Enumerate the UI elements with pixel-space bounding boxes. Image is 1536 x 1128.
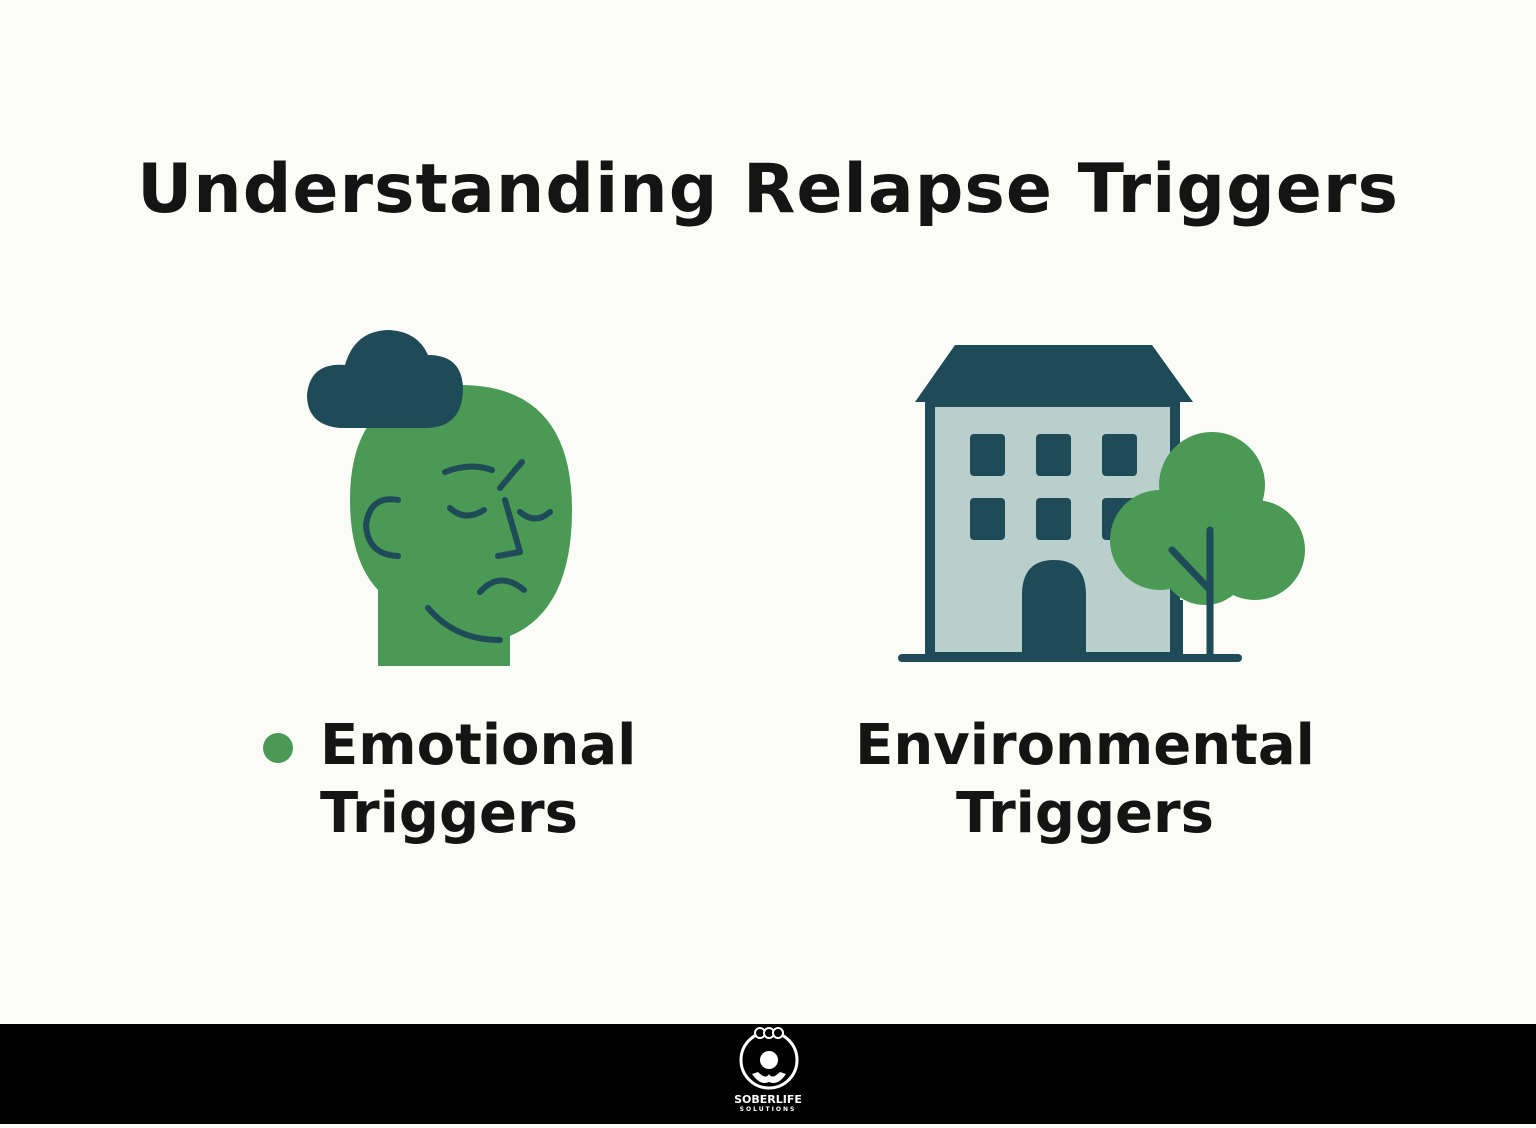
building-tree-icon <box>898 345 1305 662</box>
bullet-dot <box>263 733 293 763</box>
label-line: Emotional <box>320 713 637 778</box>
sad-head-cloud-icon <box>307 330 572 666</box>
brand-sub: SOLUTIONS <box>739 1106 797 1113</box>
page-title: Understanding Relapse Triggers <box>137 150 1399 229</box>
brand-name: SOBERLIFE <box>734 1093 802 1106</box>
footer-bar <box>0 1024 1536 1124</box>
label-line: Triggers <box>320 781 578 846</box>
emotional-triggers-label: Emotional Triggers <box>320 712 636 848</box>
soberlife-logo-icon <box>739 1027 799 1090</box>
label-line: Triggers <box>956 781 1214 846</box>
environmental-triggers-label: Environmental Triggers <box>855 712 1315 848</box>
label-line: Environmental <box>855 713 1315 778</box>
